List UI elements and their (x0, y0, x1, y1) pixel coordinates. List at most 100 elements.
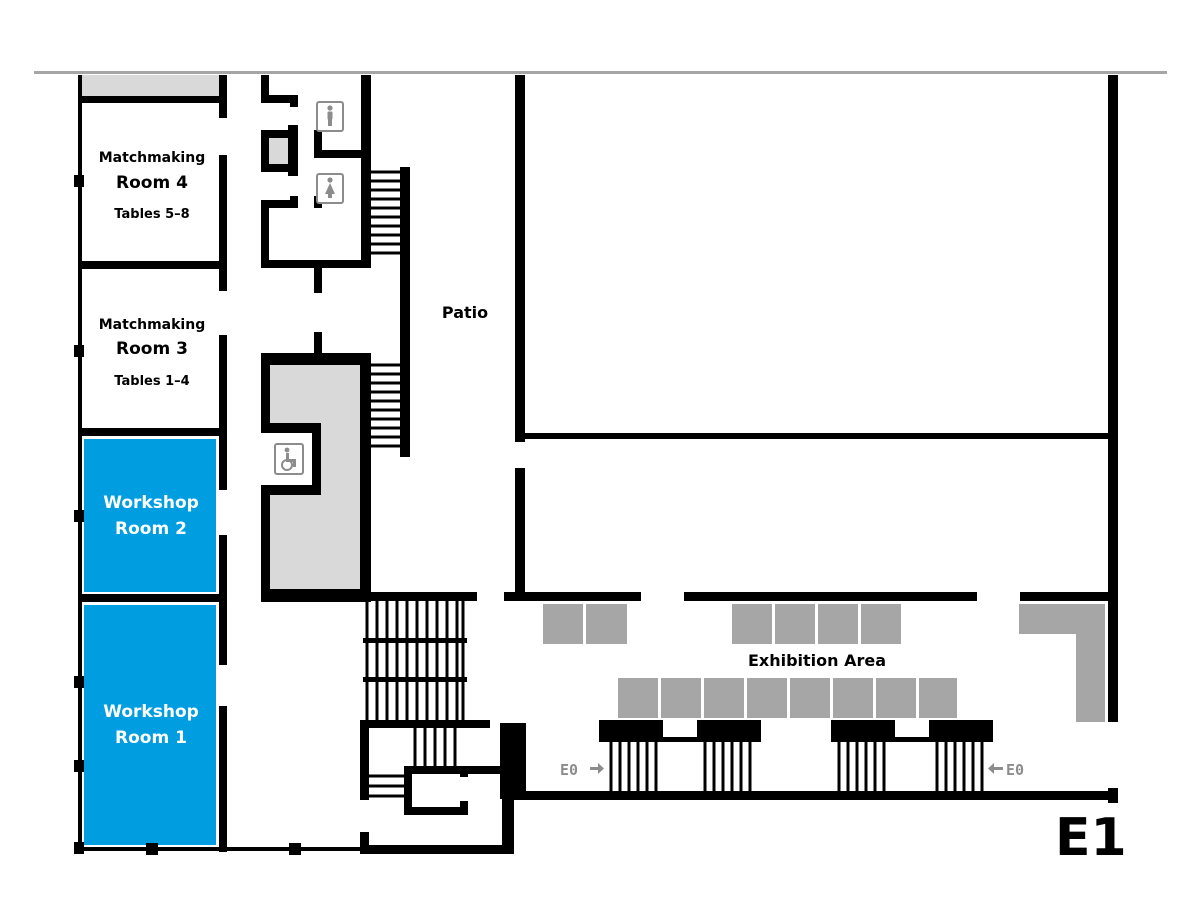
wall (514, 791, 1118, 800)
matchmaking-room-4[interactable]: Matchmaking Room 4 Tables 5–8 (99, 150, 205, 222)
room-label-line3: Tables 1–4 (114, 374, 189, 389)
wall (314, 130, 322, 158)
wall (261, 75, 269, 103)
wall (261, 95, 298, 103)
matchmaking-room-3[interactable]: Matchmaking Room 3 Tables 1–4 (99, 317, 205, 389)
wall (831, 720, 895, 742)
room-label-line2: Room 4 (116, 173, 188, 193)
room-label-line2: Room 1 (115, 728, 187, 748)
stairs-lower-well (369, 728, 457, 798)
workshop-room-2-area[interactable] (84, 439, 216, 592)
top-boundary-line (34, 71, 1167, 74)
wall (360, 720, 369, 800)
wall (74, 760, 84, 772)
wall (219, 706, 227, 852)
wall (290, 196, 298, 208)
stairs-entrance-left (609, 742, 752, 791)
stairs-central (365, 601, 465, 720)
wall (78, 847, 361, 851)
wall (261, 200, 298, 208)
workshop-room-2[interactable]: Workshop Room 2 (103, 493, 199, 539)
booth-row-top-center (732, 604, 901, 644)
arrow-right-icon (590, 763, 604, 774)
wall (504, 592, 641, 601)
entrance-label-left: E0 (560, 761, 578, 779)
wall (363, 677, 467, 682)
wall (515, 468, 525, 592)
service-shaft (269, 138, 288, 164)
workshop-room-1-area[interactable] (84, 605, 216, 845)
wall (219, 535, 227, 665)
wall (460, 801, 468, 810)
stairs-middle (371, 363, 400, 448)
booth-corner-l (1019, 604, 1105, 722)
male-restroom-icon (316, 101, 344, 132)
wall (261, 592, 477, 601)
wall (360, 832, 369, 854)
wall (361, 75, 371, 268)
wall (78, 428, 223, 436)
room-label-line1: Matchmaking (99, 317, 205, 333)
entrance-label-right: E0 (1006, 761, 1024, 779)
wall (520, 433, 1113, 439)
wall (360, 845, 512, 854)
wheelchair-icon (274, 443, 304, 475)
wall (219, 155, 227, 291)
booth-row-middle (618, 678, 957, 718)
wall (289, 843, 301, 855)
wall (663, 737, 697, 742)
wall (74, 676, 84, 688)
arrow-left-icon (988, 763, 1003, 774)
wall (78, 75, 82, 852)
wall (78, 594, 223, 602)
patio-label: Patio (442, 303, 488, 322)
floor-label: E1 (1055, 808, 1127, 868)
room-label-line1: Workshop (103, 702, 199, 722)
wall (146, 843, 158, 855)
wall (404, 766, 500, 774)
wall (314, 332, 322, 360)
wall (1020, 592, 1118, 601)
wall (78, 96, 223, 103)
wall (404, 766, 412, 814)
wall (599, 720, 663, 742)
wall (895, 737, 929, 742)
wall (261, 200, 269, 268)
wall (290, 95, 298, 107)
stairs-entrance-right (837, 742, 984, 791)
stairs-upper (371, 170, 400, 255)
workshop-room-1[interactable]: Workshop Room 1 (103, 702, 199, 748)
wall (929, 720, 993, 742)
wall (697, 720, 761, 742)
wall (400, 167, 410, 457)
room-label-line2: Room 3 (116, 339, 188, 359)
wall (288, 168, 298, 176)
exhibition-area-label: Exhibition Area (748, 651, 886, 670)
wall (460, 768, 468, 777)
wall (74, 175, 84, 187)
female-restroom-icon (316, 173, 344, 204)
wall (261, 260, 371, 268)
wall (219, 335, 227, 490)
booth-row-top-left (543, 604, 627, 644)
wall (1108, 75, 1118, 722)
wall (404, 807, 468, 815)
wall (219, 75, 227, 118)
wall (360, 720, 490, 728)
wall (684, 592, 977, 601)
wall (74, 510, 84, 522)
room-label-line1: Matchmaking (99, 150, 205, 166)
wall (314, 265, 322, 293)
service-block-top-left (82, 75, 219, 97)
wall (314, 150, 371, 158)
wall (363, 638, 467, 643)
room-label-line3: Tables 5–8 (114, 207, 189, 222)
wall (288, 125, 298, 133)
room-label-line1: Workshop (103, 493, 199, 513)
wall (74, 345, 84, 357)
wall (78, 261, 223, 269)
wall (515, 75, 525, 442)
room-label-line2: Room 2 (115, 519, 187, 539)
wall (500, 723, 526, 799)
